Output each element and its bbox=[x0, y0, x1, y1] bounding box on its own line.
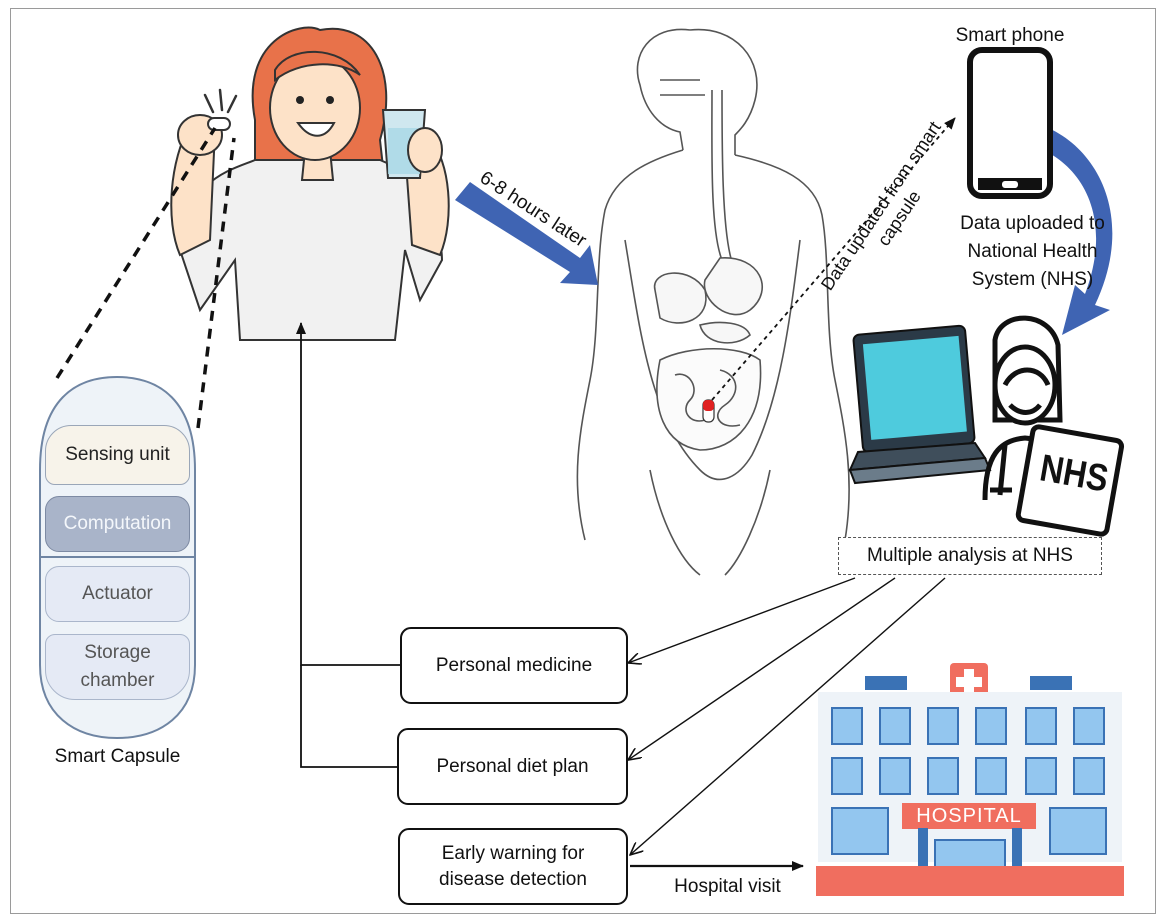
feedback-connector bbox=[296, 322, 400, 768]
doctor-icon bbox=[982, 315, 1125, 537]
capsule-computation: Computation bbox=[45, 496, 190, 552]
early-warning-box: Early warning for disease detection bbox=[398, 828, 628, 905]
hospital-sign: HOSPITAL bbox=[916, 805, 1022, 827]
arrow-to-medicine bbox=[628, 577, 856, 663]
smartphone-label: Smart phone bbox=[955, 25, 1065, 46]
capsule-connector-right bbox=[196, 137, 236, 429]
personal-diet-plan-box: Personal diet plan bbox=[397, 728, 628, 805]
woman-illustration bbox=[170, 26, 450, 341]
blue-arrow-upload bbox=[1030, 122, 1113, 335]
personal-medicine-box: Personal medicine bbox=[400, 627, 628, 704]
figure-frame bbox=[10, 8, 1156, 914]
blue-arrow-delay bbox=[455, 182, 598, 285]
laptop-icon bbox=[848, 324, 992, 485]
capsule-red-half bbox=[703, 400, 714, 411]
capsule-connector-left bbox=[55, 127, 217, 379]
arrow-to-diet bbox=[628, 577, 896, 760]
arrow-to-warning bbox=[630, 577, 946, 855]
hospital-building bbox=[816, 663, 1124, 896]
smart-capsule-title: Smart Capsule bbox=[54, 746, 181, 767]
analysis-box: Multiple analysis at NHS bbox=[838, 537, 1102, 575]
capsule-storage-chamber: Storage chamber bbox=[45, 634, 190, 700]
hospital-visit-label: Hospital visit bbox=[674, 876, 781, 897]
smartphone-icon bbox=[967, 47, 1053, 199]
capsule-sensing-unit: Sensing unit bbox=[45, 425, 190, 485]
nhs-upload-label: Data uploaded to National Health System … bbox=[960, 213, 1105, 290]
capsule-actuator: Actuator bbox=[45, 566, 190, 622]
data-update-dashed-arrow bbox=[711, 117, 956, 401]
